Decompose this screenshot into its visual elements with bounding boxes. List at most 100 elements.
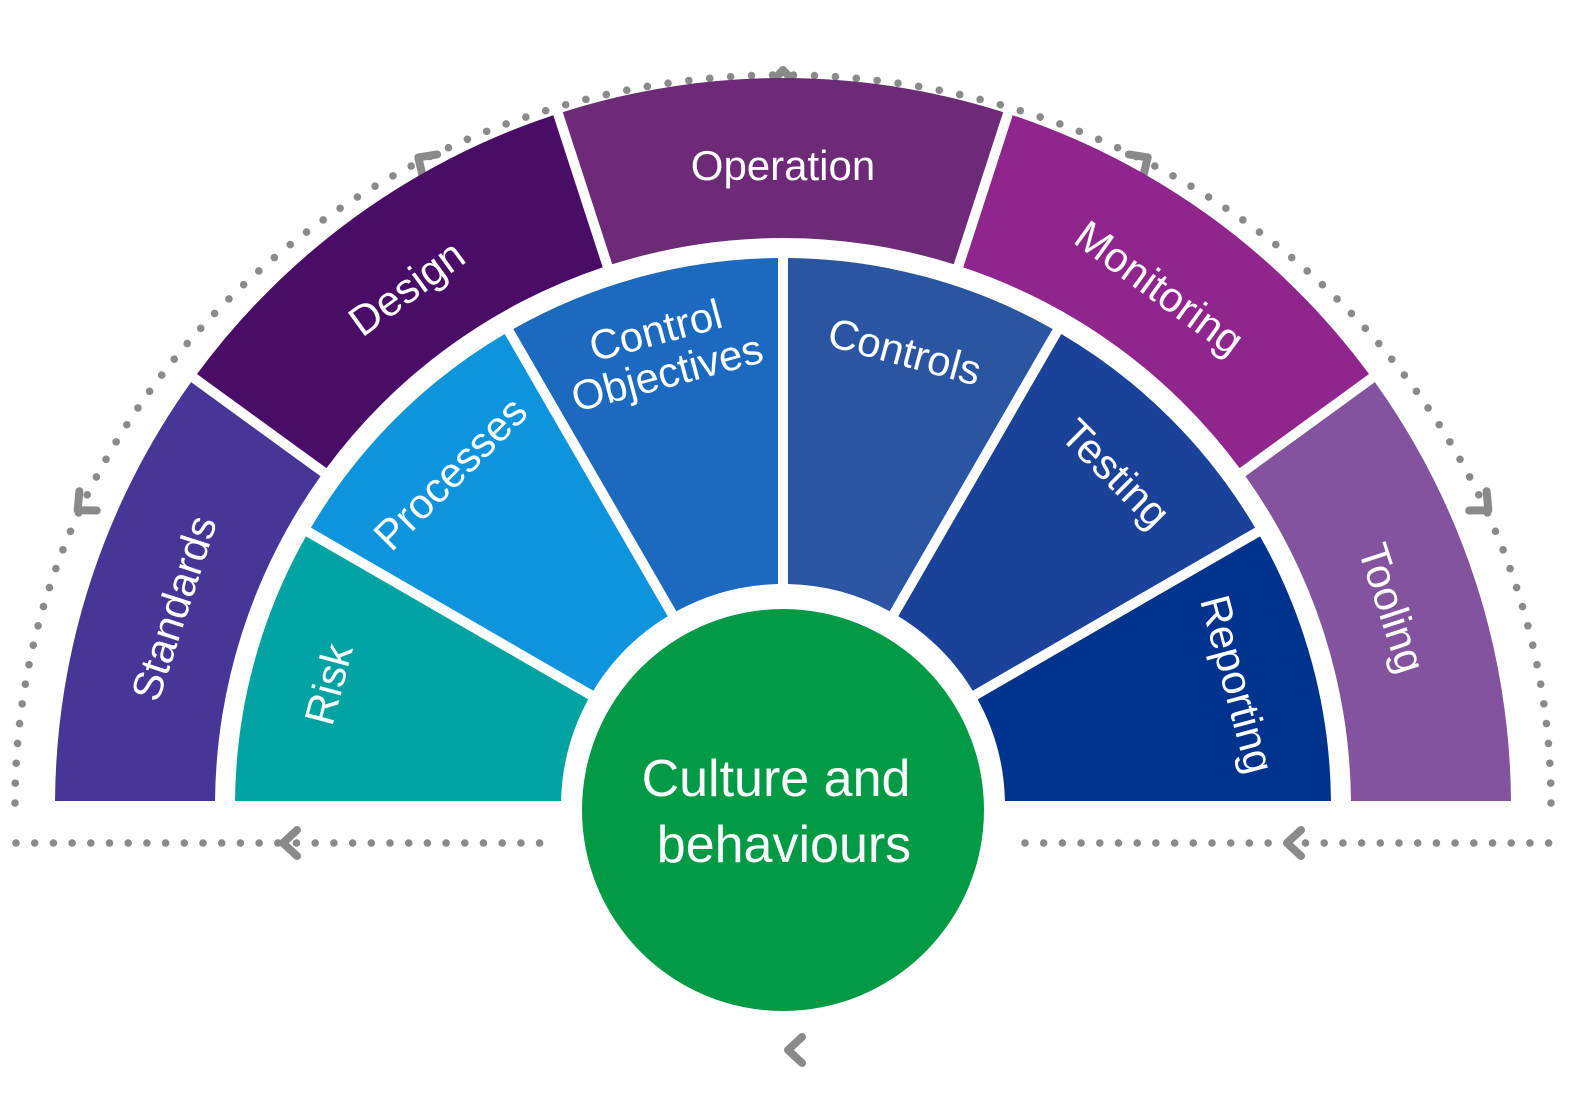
inner-segment-processes[interactable]: Processes — [310, 333, 668, 691]
path-dot — [1526, 839, 1534, 847]
path-dot — [535, 839, 544, 847]
inner-segment-testing[interactable]: Testing — [898, 333, 1256, 691]
path-dot — [1470, 839, 1478, 847]
path-dot — [12, 759, 20, 768]
path-dot — [1488, 839, 1497, 847]
path-dot — [161, 839, 170, 847]
path-dot — [1451, 839, 1459, 847]
path-dot — [30, 839, 39, 847]
chevron-arrow-icon — [1283, 826, 1305, 860]
outer-segment-shape[interactable] — [196, 115, 603, 469]
path-dot — [145, 387, 154, 396]
center-label-line-1: Culture and — [642, 750, 911, 808]
path-dot — [976, 95, 984, 104]
path-dot — [1465, 473, 1474, 481]
path-dot — [1208, 839, 1216, 847]
path-dot — [1039, 839, 1048, 847]
path-dot — [1542, 719, 1551, 728]
path-dot — [1264, 839, 1272, 847]
path-dot — [873, 76, 881, 85]
path-dot — [1077, 839, 1085, 847]
path-dot — [1239, 216, 1247, 224]
path-dot — [1113, 143, 1122, 152]
outer-ring: StandardsDesignOperationMonitoringToolin… — [55, 77, 1511, 802]
path-dot — [1524, 622, 1532, 630]
path-dot — [1456, 455, 1464, 464]
outer-segment-tooling[interactable]: Tooling — [1245, 382, 1511, 802]
inner-segment-shape[interactable] — [977, 536, 1331, 802]
path-dot — [1287, 253, 1296, 262]
outer-segment-shape[interactable] — [55, 382, 321, 802]
path-dot — [1058, 839, 1067, 847]
path-dot — [1333, 295, 1341, 303]
path-dot — [330, 839, 338, 847]
path-dot — [112, 438, 120, 446]
outer-segment-shape[interactable] — [963, 115, 1370, 469]
center-hub[interactable]: Culture and behaviours — [582, 609, 984, 1011]
path-dot — [498, 839, 507, 847]
path-dot — [810, 71, 819, 80]
path-dot — [914, 82, 923, 91]
path-dot — [1547, 799, 1555, 807]
path-dot — [602, 90, 611, 99]
path-dot — [1474, 491, 1483, 499]
path-dot — [705, 74, 714, 83]
label-line: Operation — [691, 142, 875, 189]
inner-segment-reporting[interactable]: Reporting — [977, 536, 1331, 802]
inner-segment-shape[interactable] — [310, 333, 668, 691]
inner-segment-controls[interactable]: Controls — [787, 258, 1053, 612]
inner-segment-control-objectives[interactable]: ControlObjectives — [513, 258, 779, 612]
outer-segment-design[interactable]: Design — [196, 115, 603, 469]
path-dot — [1544, 739, 1553, 748]
path-dot — [852, 74, 861, 83]
path-dot — [1318, 280, 1327, 289]
path-dot — [236, 839, 245, 847]
path-dot — [92, 473, 101, 481]
path-dot — [622, 86, 631, 95]
path-dot — [894, 79, 902, 88]
inner-segment-shape[interactable] — [235, 536, 589, 802]
path-dot — [1056, 120, 1064, 128]
path-dot — [407, 162, 415, 170]
path-dot — [643, 82, 652, 91]
outer-segment-shape[interactable] — [1245, 382, 1511, 802]
outer-segment-standards[interactable]: Standards — [55, 382, 321, 802]
path-dot — [12, 839, 20, 847]
path-dot — [996, 100, 1005, 109]
path-dot — [39, 602, 48, 611]
path-dot — [1374, 339, 1383, 348]
outer-segment-shape[interactable] — [562, 77, 1004, 265]
path-dot — [270, 253, 279, 262]
outer-segment-operation[interactable]: Operation — [562, 77, 1004, 265]
path-dot — [1133, 839, 1141, 847]
path-dot — [1170, 839, 1179, 847]
path-dot — [1151, 162, 1159, 170]
path-dot — [1546, 779, 1555, 787]
path-dot — [1339, 839, 1347, 847]
path-dot — [1512, 583, 1521, 592]
path-dot — [353, 193, 362, 201]
path-dot — [21, 680, 30, 689]
path-dot — [102, 455, 110, 464]
chevron-arrow-icon — [1124, 150, 1152, 181]
path-dot — [386, 839, 394, 847]
path-dot — [183, 339, 192, 348]
path-dot — [404, 839, 413, 847]
inner-segment-shape[interactable] — [787, 258, 1053, 612]
inner-segment-risk[interactable]: Risk — [235, 536, 589, 802]
inner-segment-shape[interactable] — [898, 333, 1256, 691]
path-dot — [199, 839, 207, 847]
path-dot — [1271, 240, 1280, 249]
path-dot — [461, 839, 469, 847]
path-dot — [1387, 355, 1396, 363]
inner-segment-shape[interactable] — [513, 258, 779, 612]
path-dot — [685, 76, 693, 85]
path-dot — [83, 491, 92, 499]
path-dot — [1446, 438, 1454, 446]
path-dot — [1096, 839, 1104, 847]
chevron-arrow-icon — [784, 1033, 806, 1067]
path-dot — [1320, 839, 1328, 847]
center-circle[interactable] — [582, 609, 984, 1011]
path-dot — [1491, 527, 1500, 536]
